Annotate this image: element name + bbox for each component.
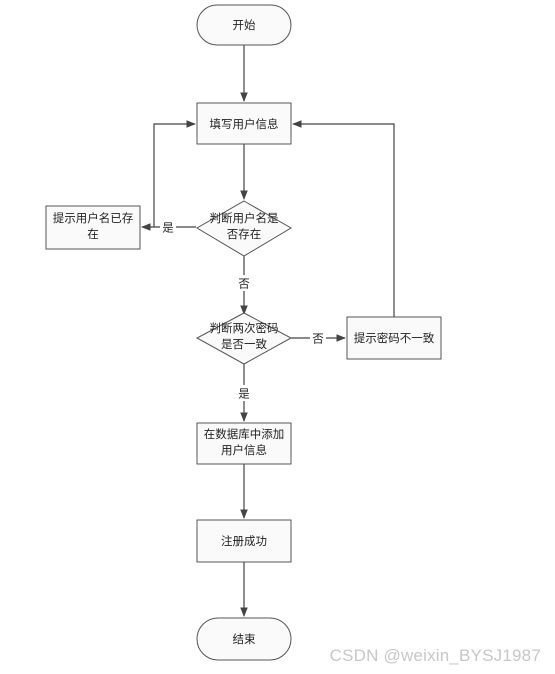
watermark: CSDN @weixin_BYSJ1987 [329, 646, 541, 665]
label-password-yes: 是 [238, 387, 250, 401]
node-add-to-db: 在数据库中添加 用户信息 [196, 422, 292, 465]
node-username-exists-line1: 提示用户名已存 [53, 211, 134, 225]
node-start-label: 开始 [233, 18, 256, 32]
node-add-to-db-line2: 用户信息 [221, 443, 267, 457]
node-username-exists-line2: 在 [87, 227, 99, 241]
edge-loop-back-to-fill [153, 120, 196, 227]
node-check-username-line1: 判断用户名是 [210, 211, 279, 225]
node-username-exists: 提示用户名已存 在 [45, 205, 141, 250]
label-password-no: 否 [312, 332, 324, 346]
node-check-username: 判断用户名是 否存在 [196, 200, 292, 257]
node-add-to-db-line1: 在数据库中添加 [204, 427, 285, 441]
node-check-username-line2: 否存在 [227, 227, 262, 241]
node-fill-user-info: 填写用户信息 [196, 102, 292, 145]
label-username-yes: 是 [162, 221, 174, 235]
edge-mismatch-back-to-fill [292, 120, 395, 317]
node-check-password-line2: 是否一致 [221, 337, 267, 351]
node-end: 结束 [196, 617, 292, 661]
node-password-mismatch: 提示密码不一致 [346, 316, 442, 360]
node-fill-user-info-label: 填写用户信息 [210, 117, 279, 131]
node-password-mismatch-label: 提示密码不一致 [354, 331, 435, 345]
node-end-label: 结束 [233, 632, 256, 646]
node-check-password-line1: 判断两次密码 [210, 321, 279, 335]
edge-labels: 是 否 否 是 [160, 219, 326, 401]
node-check-password: 判断两次密码 是否一致 [195, 312, 293, 365]
node-register-success: 注册成功 [196, 519, 292, 563]
node-register-success-label: 注册成功 [221, 534, 267, 548]
node-start: 开始 [196, 4, 292, 46]
label-username-no: 否 [238, 277, 250, 291]
